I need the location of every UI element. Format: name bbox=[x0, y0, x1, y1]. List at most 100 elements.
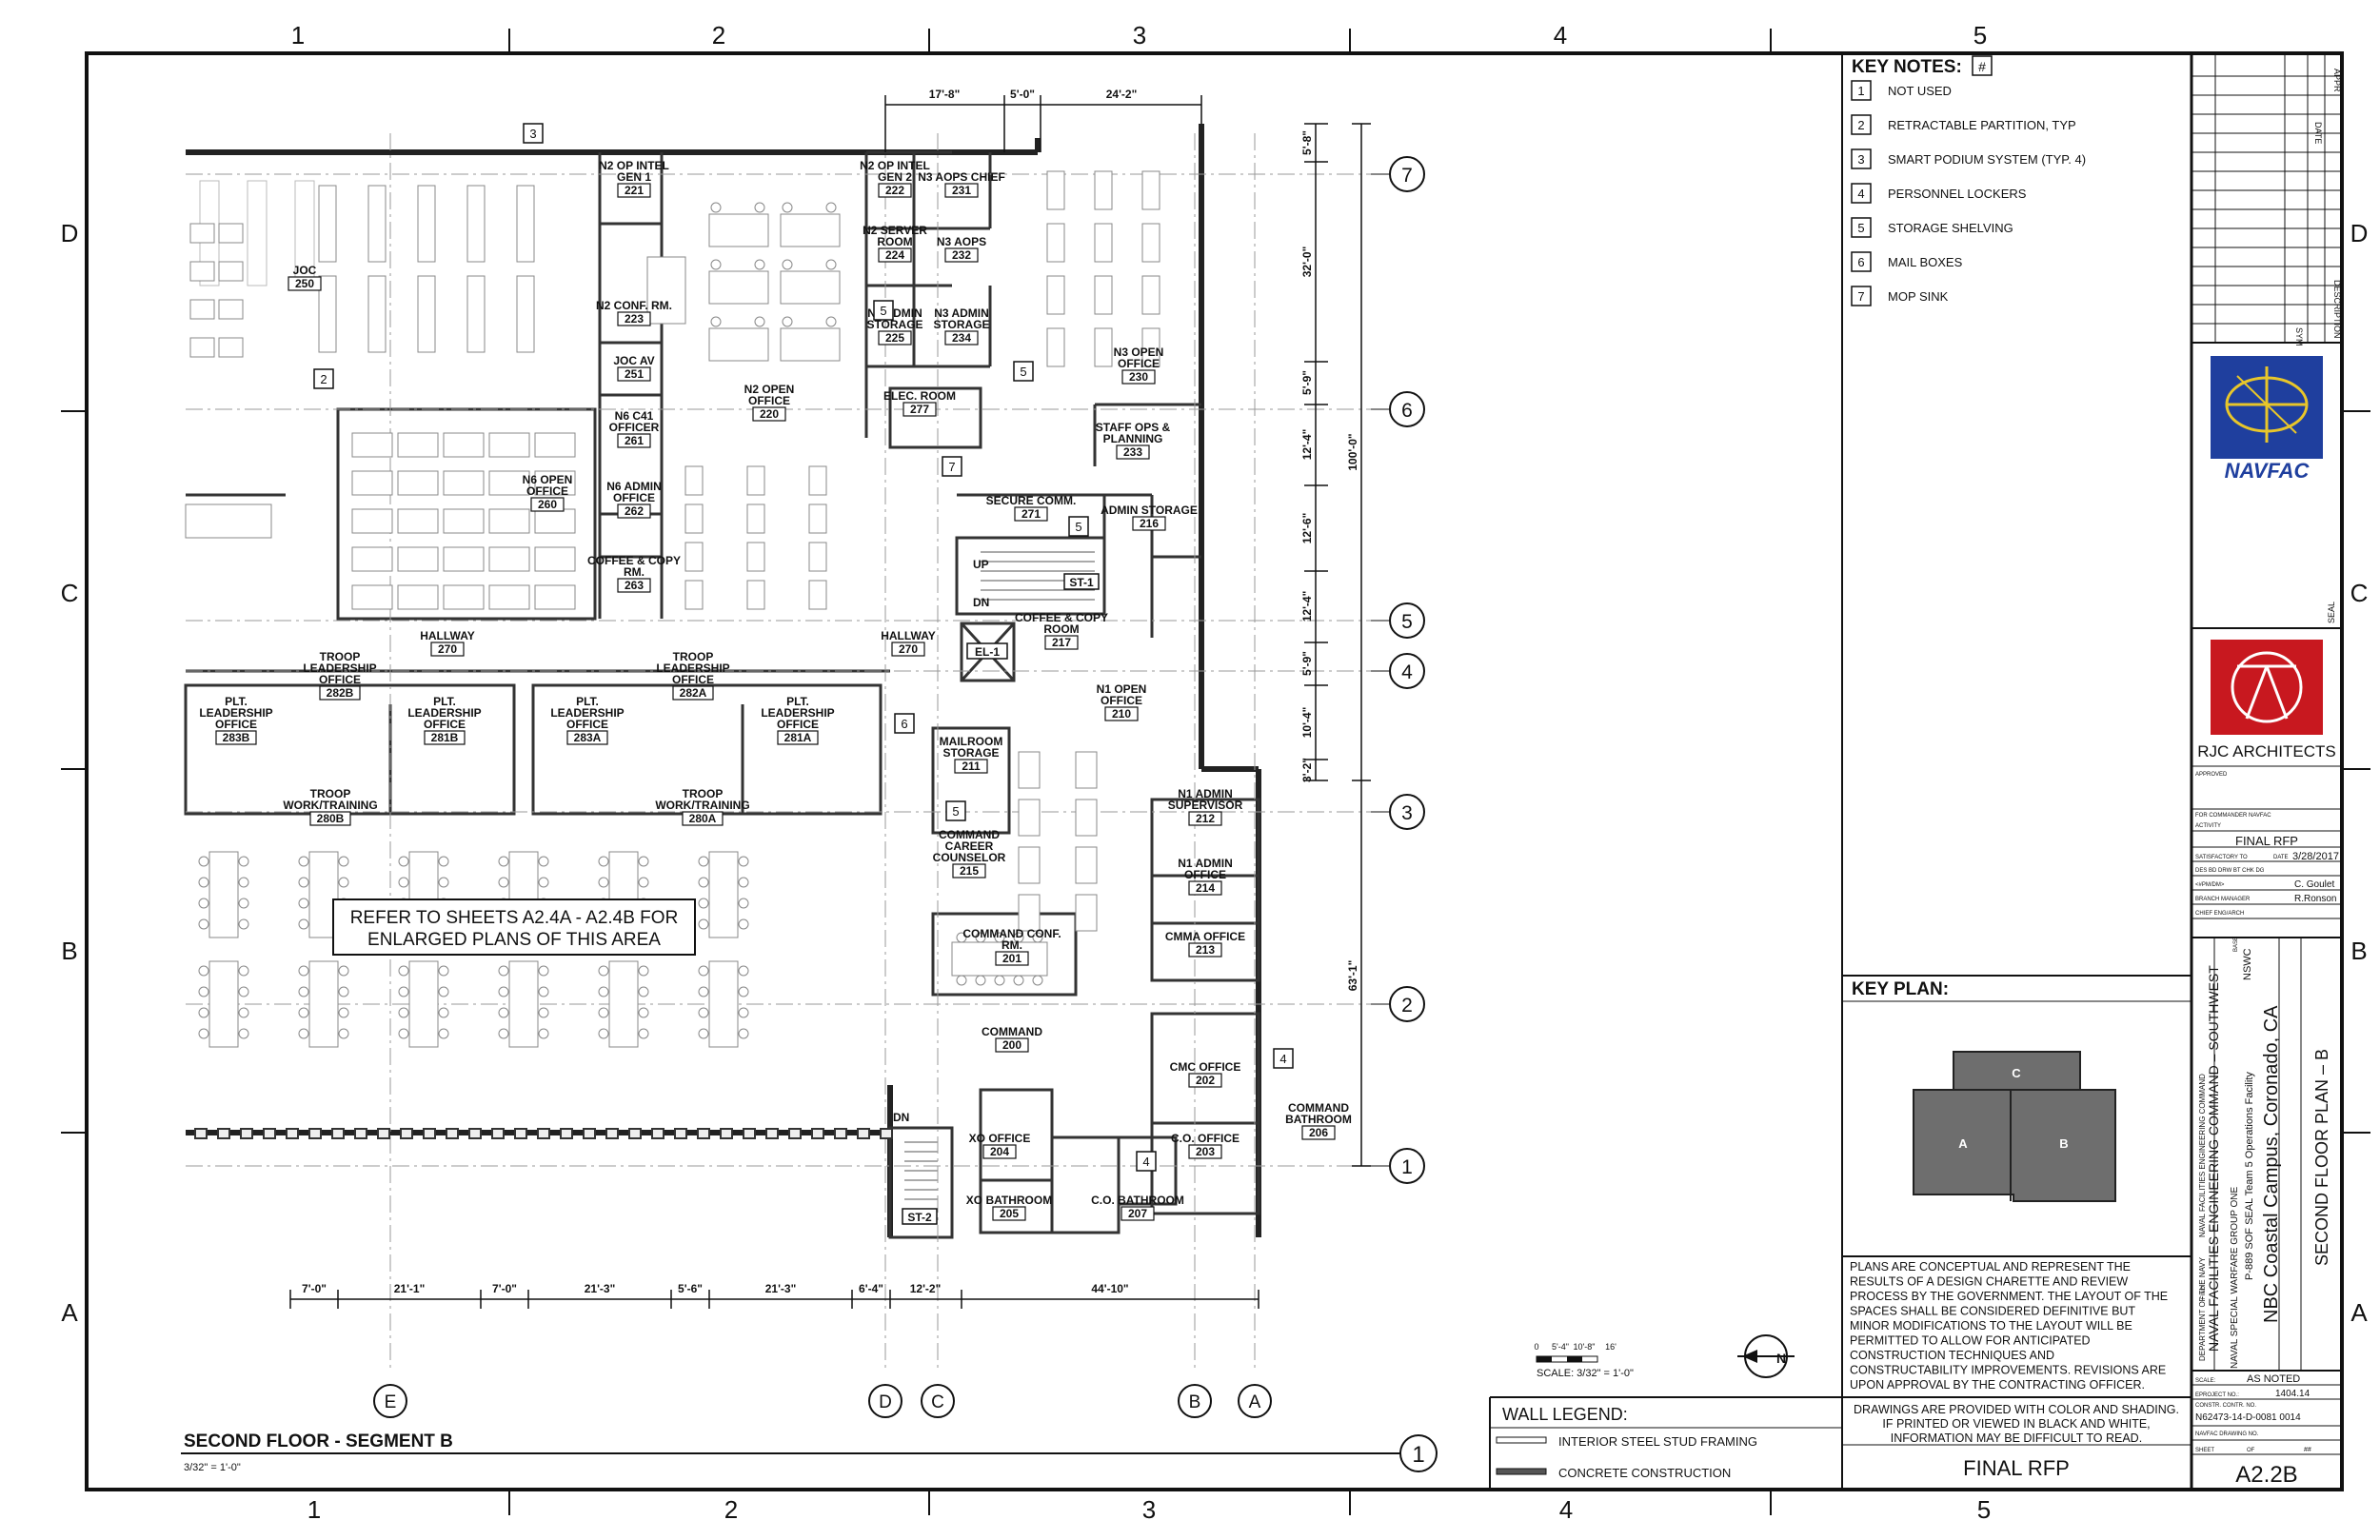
room-number-box bbox=[891, 642, 925, 657]
room-number-box bbox=[995, 1037, 1029, 1053]
room-number-box bbox=[752, 406, 786, 422]
room-name: N3 AOPS bbox=[937, 235, 986, 248]
desk bbox=[1141, 170, 1160, 210]
room-name: PLT. bbox=[225, 695, 248, 708]
key-plan-label-c: C bbox=[2012, 1066, 2021, 1080]
chair bbox=[398, 965, 409, 977]
chair bbox=[238, 1007, 249, 1018]
room-number: 221 bbox=[625, 184, 644, 197]
grid-col-top-1: 1 bbox=[291, 21, 305, 49]
svg-text:PERSONNEL LOCKERS: PERSONNEL LOCKERS bbox=[1888, 187, 2027, 201]
desk bbox=[516, 185, 535, 263]
room-number: 230 bbox=[1129, 370, 1148, 384]
room-label: SECURE COMM.271 bbox=[986, 494, 1076, 522]
desk bbox=[408, 960, 439, 1048]
keynote-callout: 5 bbox=[945, 800, 966, 821]
desk bbox=[746, 542, 765, 572]
room-number-box bbox=[1188, 1073, 1222, 1088]
chair bbox=[498, 965, 509, 977]
desk bbox=[218, 337, 244, 358]
room-number-box bbox=[1104, 706, 1139, 721]
keynote-callout: 5 bbox=[1013, 361, 1034, 382]
rev-header-sym: SYM bbox=[2294, 327, 2304, 346]
desk bbox=[708, 327, 769, 362]
desk bbox=[189, 223, 215, 244]
room-name: N1 ADMIN bbox=[1178, 787, 1233, 800]
room-number: 234 bbox=[952, 331, 971, 345]
north-label: N bbox=[1776, 1351, 1786, 1366]
dimension-text: 12'-2" bbox=[910, 1282, 942, 1295]
room-name: OFFICER bbox=[609, 421, 660, 434]
svg-text:A: A bbox=[1249, 1392, 1261, 1412]
room-number-box bbox=[1014, 506, 1048, 522]
wall-legend-item-2: CONCRETE CONSTRUCTION bbox=[1558, 1466, 1731, 1480]
desk bbox=[534, 508, 576, 534]
chair bbox=[538, 877, 549, 888]
pier bbox=[377, 1128, 390, 1139]
desk bbox=[443, 470, 485, 496]
room-name: TROOP bbox=[683, 787, 724, 800]
room-number-box bbox=[982, 1144, 1017, 1159]
dimension-text: 24'-2" bbox=[1106, 88, 1138, 101]
dimension-text: 5'-8" bbox=[1300, 130, 1314, 155]
room-name: PLANNING bbox=[1103, 432, 1163, 445]
svg-text:STORAGE SHELVING: STORAGE SHELVING bbox=[1888, 221, 2013, 235]
chair bbox=[956, 932, 967, 943]
room-name: N1 ADMIN bbox=[1178, 857, 1233, 870]
room-number-box bbox=[617, 578, 651, 593]
desk bbox=[1046, 170, 1065, 210]
chair bbox=[698, 1007, 709, 1018]
svg-text:4: 4 bbox=[1279, 1052, 1286, 1066]
navfac-drawing-label: NAVFAC DRAWING NO. bbox=[2195, 1431, 2259, 1437]
chair bbox=[538, 856, 549, 867]
desk bbox=[708, 851, 739, 938]
key-plan-title: KEY PLAN: bbox=[1852, 979, 1949, 999]
room-name: WORK/TRAINING bbox=[655, 799, 749, 812]
chair bbox=[338, 1028, 349, 1039]
room-number-box bbox=[566, 730, 608, 745]
chair bbox=[754, 259, 765, 270]
dimension-text: 7'-0" bbox=[492, 1282, 517, 1295]
of-label: OF bbox=[2247, 1448, 2255, 1453]
note-line: IF PRINTED OR VIEWED IN BLACK AND WHITE, bbox=[1882, 1417, 2150, 1431]
chair bbox=[975, 975, 986, 986]
room-name: OFFICE bbox=[1118, 357, 1160, 370]
chair bbox=[498, 856, 509, 867]
dimension-text: 6'-4" bbox=[859, 1282, 883, 1295]
grid-col-bottom-3: 3 bbox=[1142, 1495, 1156, 1524]
svg-text:MOP SINK: MOP SINK bbox=[1888, 289, 1949, 304]
desk bbox=[780, 213, 841, 247]
grid-row-left-a: A bbox=[61, 1298, 78, 1327]
note-line: DRAWINGS ARE PROVIDED WITH COLOR AND SHA… bbox=[1854, 1403, 2179, 1416]
pier bbox=[583, 1128, 596, 1139]
stair-st1-up: UP bbox=[973, 558, 989, 571]
room-name: TROOP bbox=[320, 650, 361, 663]
room-number: 214 bbox=[1196, 881, 1215, 895]
grid-bubble: A bbox=[1238, 1384, 1272, 1418]
room-number: 251 bbox=[625, 367, 644, 381]
grid-row-left-d: D bbox=[61, 219, 79, 247]
desk bbox=[1141, 275, 1160, 315]
north-arrow-icon: N bbox=[1737, 1334, 1795, 1378]
desk bbox=[1094, 275, 1113, 315]
dimension-texts: 17'-8"5'-0"24'-2"7'-0"21'-1"7'-0"21'-3"5… bbox=[302, 88, 1359, 1295]
room-number: 203 bbox=[1196, 1145, 1215, 1158]
chair bbox=[738, 986, 749, 997]
desk bbox=[351, 470, 393, 496]
room-name: TROOP bbox=[310, 787, 351, 800]
room-name: WORK/TRAINING bbox=[283, 799, 377, 812]
keynote-callout: 5 bbox=[1068, 516, 1089, 537]
note-line: INFORMATION MAY BE DIFFICULT TO READ. bbox=[1891, 1431, 2142, 1445]
chair bbox=[598, 1028, 609, 1039]
svg-text:5: 5 bbox=[1020, 365, 1026, 379]
room-number: 207 bbox=[1128, 1207, 1147, 1220]
room-name: N2 OP INTEL bbox=[599, 159, 669, 172]
desk bbox=[508, 960, 539, 1048]
room-number: 215 bbox=[960, 864, 979, 878]
seal-label: SEAL bbox=[2327, 602, 2336, 623]
